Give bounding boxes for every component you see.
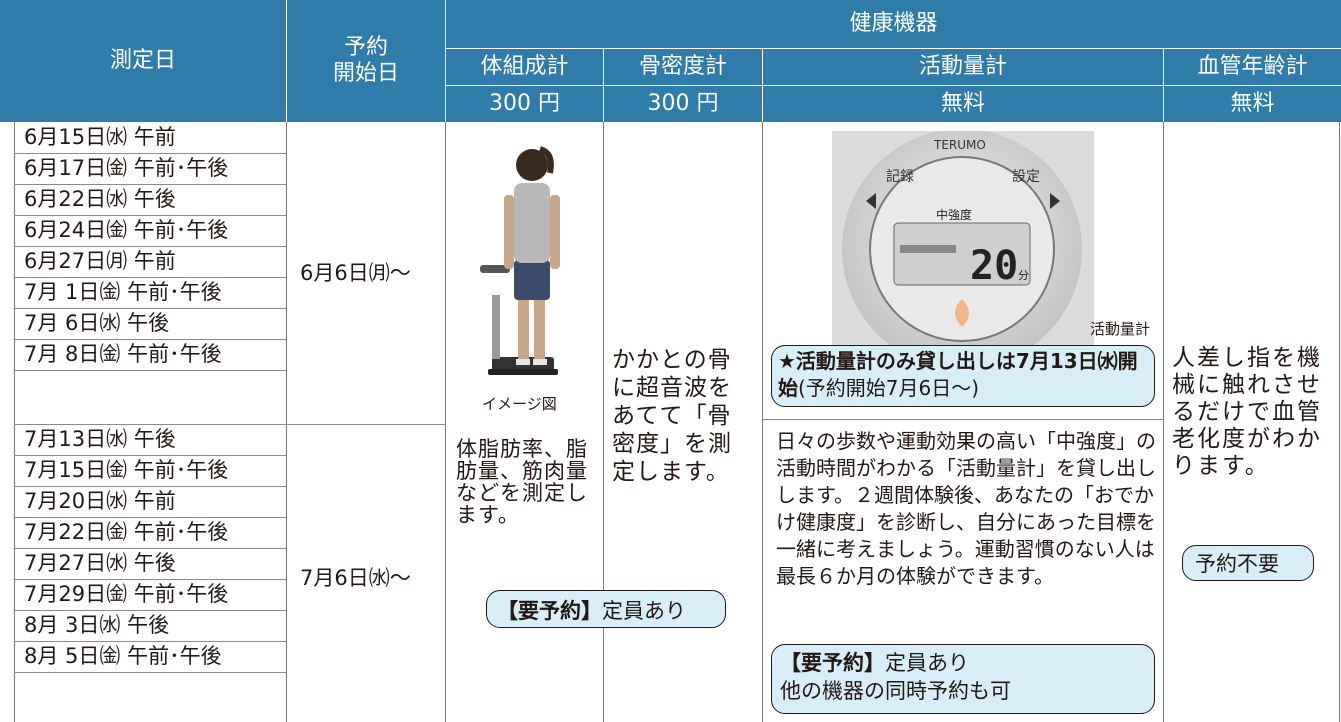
col-divider bbox=[286, 122, 287, 722]
measure-date-cell: 7月 8日㈮ 午前･午後 bbox=[24, 342, 222, 366]
measure-date-cell: 6月17日㈮ 午前･午後 bbox=[24, 156, 229, 180]
header-price-body-composition: 300 円 bbox=[446, 86, 603, 122]
measure-date-cell: 6月15日㈬ 午前 bbox=[24, 125, 176, 149]
date-spacer bbox=[14, 370, 286, 424]
reserve-start-cell: 6月6日㈪〜 bbox=[300, 261, 411, 285]
header-reserve-start: 予約 開始日 bbox=[287, 0, 445, 122]
row-divider bbox=[14, 672, 286, 673]
activity-screen-unit: 分 bbox=[1018, 269, 1029, 282]
col-divider bbox=[1163, 122, 1164, 722]
body-composition-reserve-badge: 【要予約】定員あり bbox=[486, 590, 726, 628]
activity-reserve-badge: 【要予約】定員あり 他の機器の同時予約も可 bbox=[771, 644, 1155, 714]
measure-date-cell: 7月15日㈮ 午前･午後 bbox=[24, 458, 229, 482]
row-divider bbox=[14, 610, 286, 611]
activity-description: 日々の歩数や運動効果の高い「中強度」の活動時間がわかる「活動量計」を貸し出ししま… bbox=[776, 429, 1156, 588]
measure-date-cell: 6月27日㈪ 午前 bbox=[24, 249, 176, 273]
activity-image-caption: 活動量計 bbox=[1090, 320, 1151, 338]
header-device-bone-density: 骨密度計 bbox=[604, 49, 762, 85]
measure-date-cell: 7月 1日㈮ 午前･午後 bbox=[24, 280, 222, 304]
row-divider bbox=[14, 184, 286, 185]
activity-lending-notice: ★活動量計のみ貸し出しは7月13日㈬開始(予約開始7月6日〜) bbox=[771, 345, 1155, 407]
header-device-activity: 活動量計 bbox=[763, 49, 1163, 85]
vascular-no-reservation-badge: 予約不要 bbox=[1182, 545, 1314, 581]
row-divider bbox=[14, 424, 445, 425]
flame-icon bbox=[955, 299, 969, 327]
row-divider bbox=[762, 419, 1163, 420]
measure-date-cell: 7月 6日㈬ 午後 bbox=[24, 311, 170, 335]
row-divider bbox=[14, 517, 286, 518]
body-composition-description: 体脂肪率、脂肪量、筋肉量などを測定します。 bbox=[456, 437, 588, 527]
activity-meter-image: TERUMO 記録 設定 中強度 20 分 bbox=[832, 131, 1094, 345]
activity-dial-right-text: 設定 bbox=[1012, 169, 1040, 185]
row-divider bbox=[14, 579, 286, 580]
activity-brand-text: TERUMO bbox=[933, 138, 986, 152]
measure-date-cell: 8月 5日㈮ 午前･午後 bbox=[24, 644, 222, 668]
body-composition-image-caption: イメージ図 bbox=[482, 395, 557, 413]
row-divider bbox=[14, 455, 286, 456]
measure-date-cell: 6月24日㈮ 午前･午後 bbox=[24, 218, 229, 242]
col-divider bbox=[762, 122, 763, 722]
measure-date-cell: 8月 3日㈬ 午後 bbox=[24, 613, 170, 637]
row-divider bbox=[14, 339, 286, 340]
header-device-body-composition: 体組成計 bbox=[446, 49, 603, 85]
reserve-start-cell: 7月6日㈬〜 bbox=[300, 566, 411, 590]
measure-date-cell: 7月20日㈬ 午前 bbox=[24, 489, 176, 513]
header-measure-date: 測定日 bbox=[0, 0, 286, 122]
row-divider bbox=[14, 215, 286, 216]
activity-dial-left-text: 記録 bbox=[886, 168, 914, 185]
row-divider bbox=[14, 308, 286, 309]
measure-date-cell: 7月22日㈮ 午前･午後 bbox=[24, 520, 229, 544]
header-devices-group: 健康機器 bbox=[446, 0, 1341, 48]
row-divider bbox=[14, 486, 286, 487]
row-divider bbox=[14, 153, 286, 154]
row-divider bbox=[14, 246, 286, 247]
row-divider bbox=[14, 277, 286, 278]
activity-screen-value: 20 bbox=[970, 243, 1018, 289]
measure-date-cell: 7月13日㈬ 午後 bbox=[24, 427, 176, 451]
col-divider bbox=[445, 122, 446, 722]
header-price-bone-density: 300 円 bbox=[604, 86, 762, 122]
measure-date-cell: 7月29日㈮ 午前･午後 bbox=[24, 582, 229, 606]
header-price-vascular: 無料 bbox=[1164, 86, 1341, 122]
body-composition-figure-image bbox=[470, 135, 580, 385]
bone-density-description: かかとの骨に超音波をあてて「骨密度」を測定します。 bbox=[612, 347, 732, 485]
header-device-vascular: 血管年齢計 bbox=[1164, 49, 1341, 85]
table-frame bbox=[14, 122, 1340, 722]
col-divider bbox=[603, 122, 604, 722]
header-price-activity: 無料 bbox=[763, 86, 1163, 122]
row-divider bbox=[14, 641, 286, 642]
vascular-description: 人差し指を機械に触れさせるだけで血管老化度がわかります。 bbox=[1172, 345, 1322, 479]
measure-date-cell: 7月27日㈬ 午後 bbox=[24, 551, 176, 575]
activity-screen-label: 中強度 bbox=[936, 207, 972, 222]
measure-date-cell: 6月22日㈬ 午後 bbox=[24, 187, 176, 211]
row-divider bbox=[14, 548, 286, 549]
row-divider bbox=[14, 370, 286, 371]
